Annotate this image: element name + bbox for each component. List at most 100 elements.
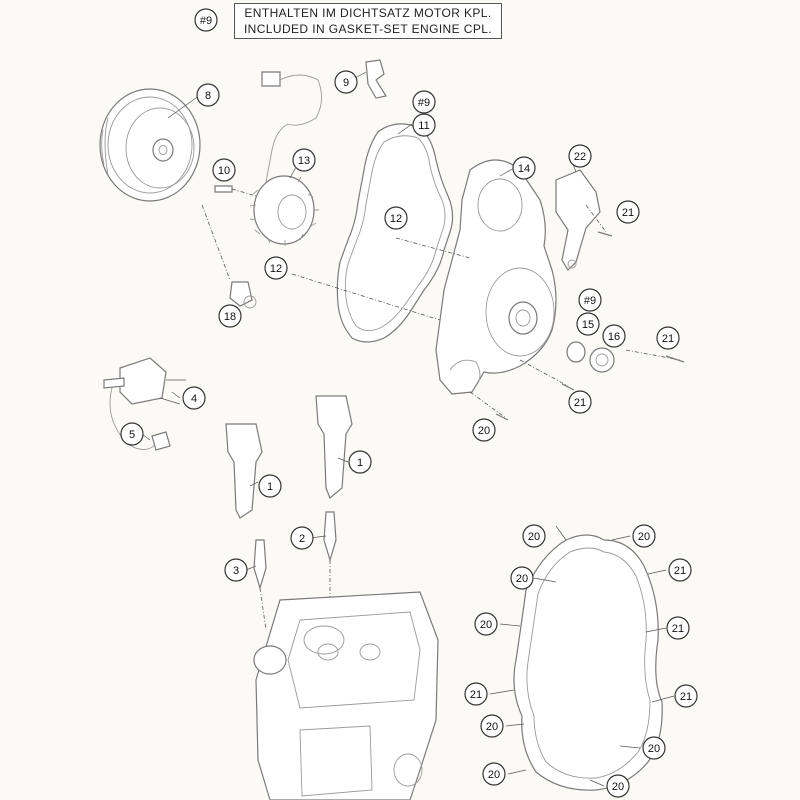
callout-label: 20 [488,769,500,781]
callout-circle [606,774,630,798]
callout-3: 9 [334,70,358,94]
callout-16: 16 [602,324,626,348]
callout-circle [182,386,206,410]
callout-29: 21 [668,558,692,582]
callout-circle [464,682,488,706]
callout-24: 2 [290,526,314,550]
callout-circle [194,8,218,32]
callout-label: 11 [418,120,429,132]
cover-bracket [555,169,601,271]
callout-circle [632,524,656,548]
callout-circle [674,684,698,708]
callout-circle [568,390,592,414]
callout-9: 22 [568,144,592,168]
callout-label: 16 [608,331,620,343]
callout-circle [656,326,680,350]
callout-label: 10 [218,165,230,177]
callout-label: 20 [638,531,650,543]
callout-circle [602,324,626,348]
callout-circle [666,616,690,640]
callout-30: 20 [474,612,498,636]
callout-15: 15 [576,312,600,336]
callout-34: 20 [480,714,504,738]
callout-leaders [141,71,675,787]
ignition-cover [435,159,557,395]
callout-13: 18 [218,304,242,328]
ignition-module [103,357,186,451]
stator-bolt [214,185,257,197]
callout-31: 21 [666,616,690,640]
callout-circle [258,474,282,498]
callout-circle [196,83,220,107]
callout-21: 20 [472,418,496,442]
callout-label: #9 [584,295,596,307]
callout-4: #9 [412,90,436,114]
callout-label: 2 [299,533,305,545]
callout-14: #9 [578,288,602,312]
callout-25: 3 [224,558,248,582]
callout-label: 18 [224,311,236,323]
callout-circle [264,256,288,280]
callout-8: 14 [512,156,536,180]
callout-12: 12 [264,256,288,280]
spark-plugs [253,511,337,631]
ignition-cover-gasket [336,123,454,343]
callout-circle [384,206,408,230]
callout-circle [292,148,316,172]
callout-28: 20 [510,566,534,590]
callout-26: 20 [522,524,546,548]
callout-circle [224,558,248,582]
callout-19: 21 [568,390,592,414]
callout-circle [576,312,600,336]
callout-label: 20 [478,425,490,437]
callout-label: 8 [205,90,211,102]
callout-33: 21 [674,684,698,708]
callout-2: 8 [196,83,220,107]
cylinder-head [253,591,439,800]
callout-label: 4 [191,393,197,405]
callout-circle [642,736,666,760]
stator [249,71,322,246]
callout-label: 22 [574,151,586,163]
callout-label: 14 [518,163,530,175]
callout-27: 20 [632,524,656,548]
callout-17: 21 [656,326,680,350]
callout-circle [218,304,242,328]
callout-label: 20 [480,619,492,631]
callout-label: 12 [390,213,402,225]
callout-label: 20 [528,531,540,543]
callout-circle [348,450,372,474]
callout-circle [482,762,506,786]
callout-37: 20 [606,774,630,798]
callout-6: 10 [212,158,236,182]
callout-label: 20 [612,781,624,793]
callout-label: #9 [200,15,212,27]
callout-label: 21 [672,623,684,635]
callout-36: 20 [482,762,506,786]
callout-circle [334,70,358,94]
callout-circle [512,156,536,180]
callout-label: 5 [129,429,135,441]
callout-20: 5 [120,422,144,446]
callout-label: 21 [662,333,674,345]
callout-label: 21 [680,691,692,703]
callout-label: 20 [648,743,660,755]
callout-circle [668,558,692,582]
callout-10: 12 [384,206,408,230]
callout-32: 21 [464,682,488,706]
cable-clip [365,59,387,99]
gasket-set-note: ENTHALTEN IM DICHTSATZ MOTOR KPL. INCLUD… [234,3,502,39]
note-line-german: ENTHALTEN IM DICHTSATZ MOTOR KPL. [244,6,492,20]
callout-circle [290,526,314,550]
callout-label: 21 [622,207,634,219]
callout-label: 21 [470,689,482,701]
callout-circle [474,612,498,636]
callout-circle [480,714,504,738]
callout-label: 3 [233,565,239,577]
ignition-coils [225,395,353,519]
callout-22: 1 [348,450,372,474]
sensor [229,281,257,309]
